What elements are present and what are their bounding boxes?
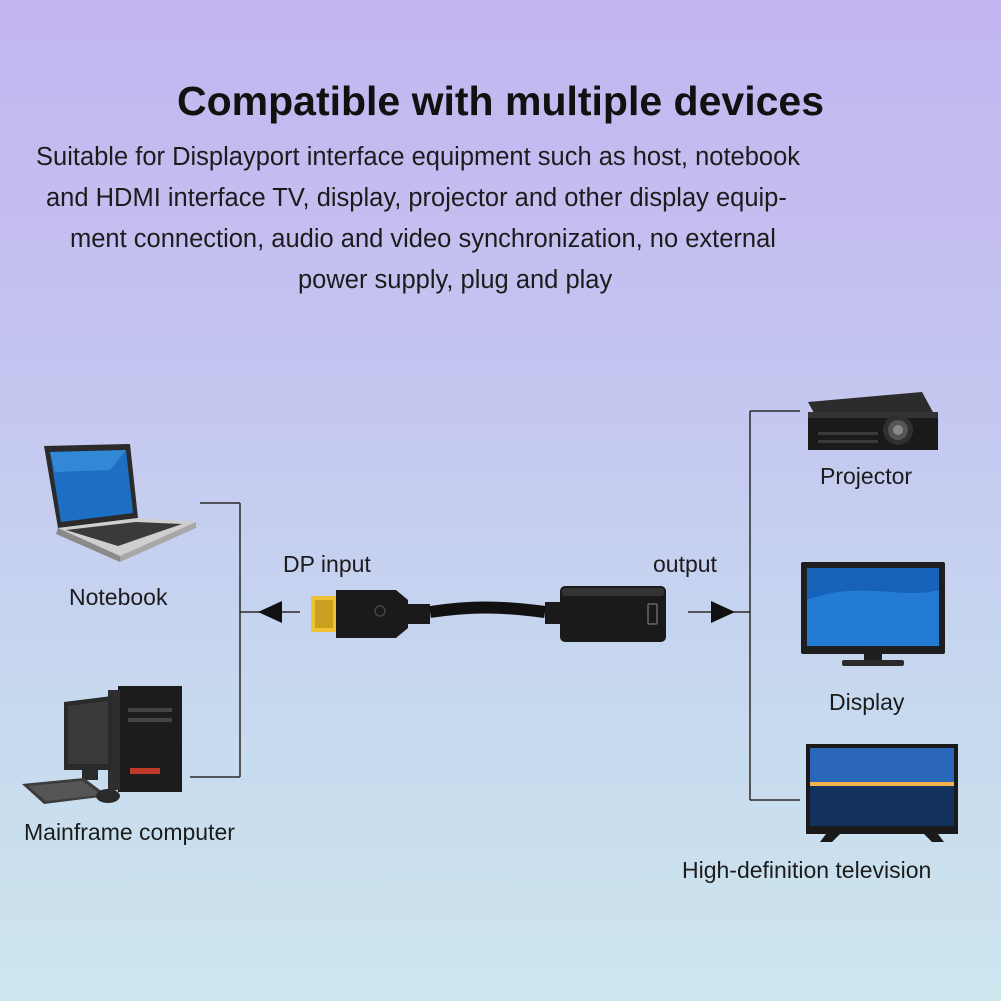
notebook-icon	[44, 444, 196, 562]
hdtv-label: High-definition television	[682, 857, 932, 883]
right-arrow-icon	[711, 601, 735, 623]
mainframe-computer-label: Mainframe computer	[24, 819, 235, 845]
hdtv-icon	[806, 744, 958, 842]
display-label: Display	[829, 689, 905, 715]
output-label: output	[653, 551, 717, 577]
projector-icon	[808, 392, 938, 450]
left-arrow-icon	[258, 601, 282, 623]
left-bracket	[190, 502, 300, 778]
mainframe-computer-icon	[22, 686, 182, 804]
dp-input-label: DP input	[283, 551, 371, 577]
description-line-3: ment connection, audio and video synchro…	[70, 225, 776, 253]
page-title: Compatible with multiple devices	[176, 78, 824, 124]
display-icon	[801, 562, 945, 666]
notebook-label: Notebook	[69, 584, 168, 610]
description-line-1: Suitable for Displayport interface equip…	[36, 143, 801, 171]
description-line-4: power supply, plug and play	[298, 266, 613, 294]
right-bracket	[688, 410, 800, 801]
description-line-2: and HDMI interface TV, display, projecto…	[46, 184, 787, 212]
projector-label: Projector	[820, 463, 913, 489]
dp-cable-icon	[311, 586, 666, 642]
